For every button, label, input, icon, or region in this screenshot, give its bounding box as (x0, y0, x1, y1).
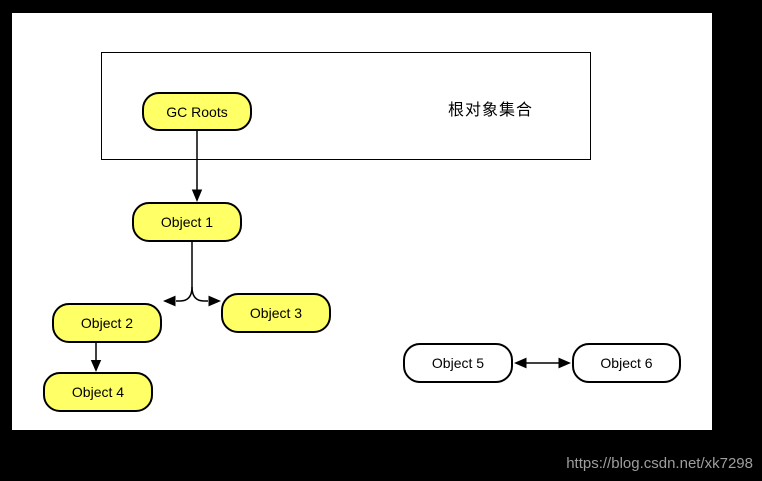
node-gc-roots: GC Roots (142, 92, 252, 131)
node-object-6: Object 6 (572, 343, 681, 383)
watermark-url: https://blog.csdn.net/xk7298 (566, 455, 753, 472)
node-object-4: Object 4 (43, 372, 153, 412)
node-object-2: Object 2 (52, 303, 162, 343)
node-object-1: Object 1 (132, 202, 242, 242)
node-object-3: Object 3 (221, 293, 331, 333)
node-object-5: Object 5 (403, 343, 513, 383)
root-set-label: 根对象集合 (448, 102, 534, 119)
